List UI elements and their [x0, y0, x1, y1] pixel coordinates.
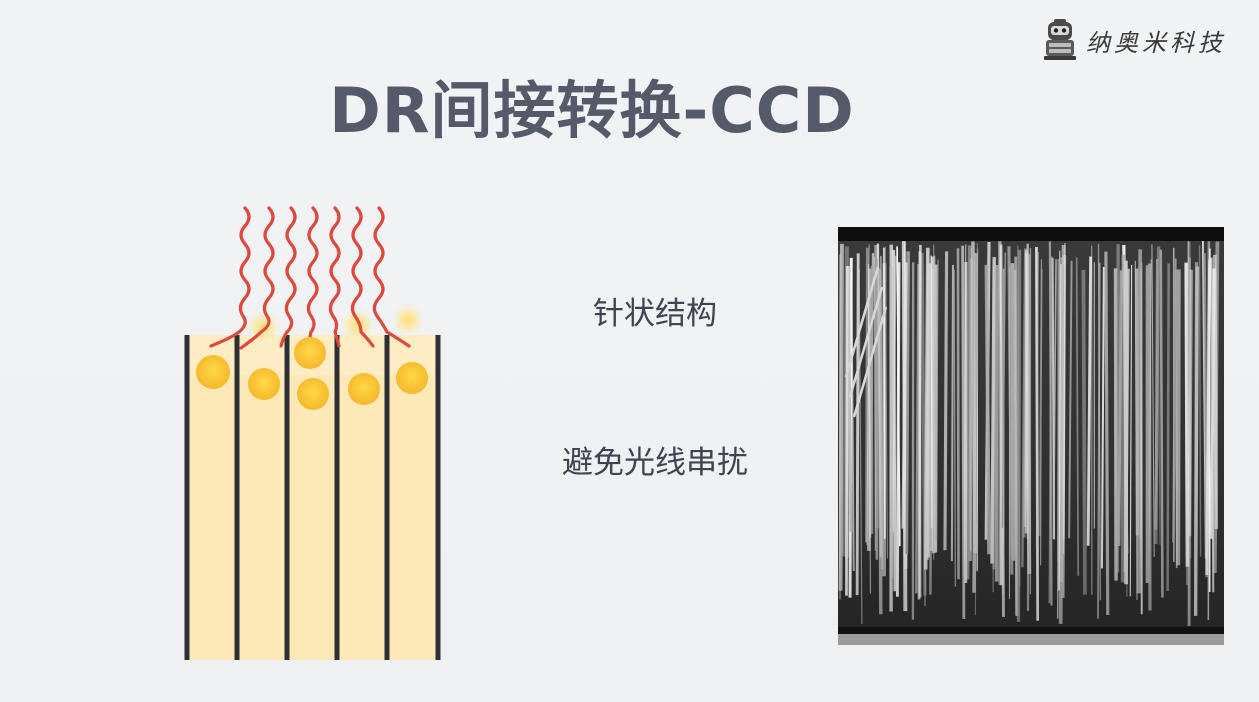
xray-wave	[350, 206, 375, 348]
needle-crystal-micrograph	[838, 227, 1224, 645]
light-spots	[196, 337, 428, 410]
slide-title: DR间接转换-CCD	[329, 74, 855, 147]
light-spot	[248, 368, 280, 400]
xray-wave	[328, 206, 341, 348]
xray-wave	[239, 206, 275, 350]
light-spot	[348, 373, 380, 405]
xray-waves	[209, 206, 411, 350]
xray-wave	[209, 206, 251, 348]
robot-logo-icon	[1044, 19, 1076, 60]
xray-wave	[306, 206, 319, 348]
avoid-crosstalk-label: 避免光线串扰	[562, 445, 748, 481]
top-glow	[246, 304, 424, 344]
light-spot	[297, 378, 329, 410]
xray-wave	[372, 206, 411, 348]
brand-name: 纳奥米科技	[1086, 28, 1226, 57]
light-spot	[196, 355, 230, 389]
xray-wave	[279, 206, 297, 348]
column-separators	[184, 335, 441, 660]
ccd-needle-structure-diagram	[184, 206, 441, 660]
light-spot	[396, 362, 428, 394]
needle-structure-label: 针状结构	[593, 296, 717, 332]
light-spot	[294, 337, 326, 369]
brand-logo: 纳奥米科技	[1040, 18, 1226, 62]
